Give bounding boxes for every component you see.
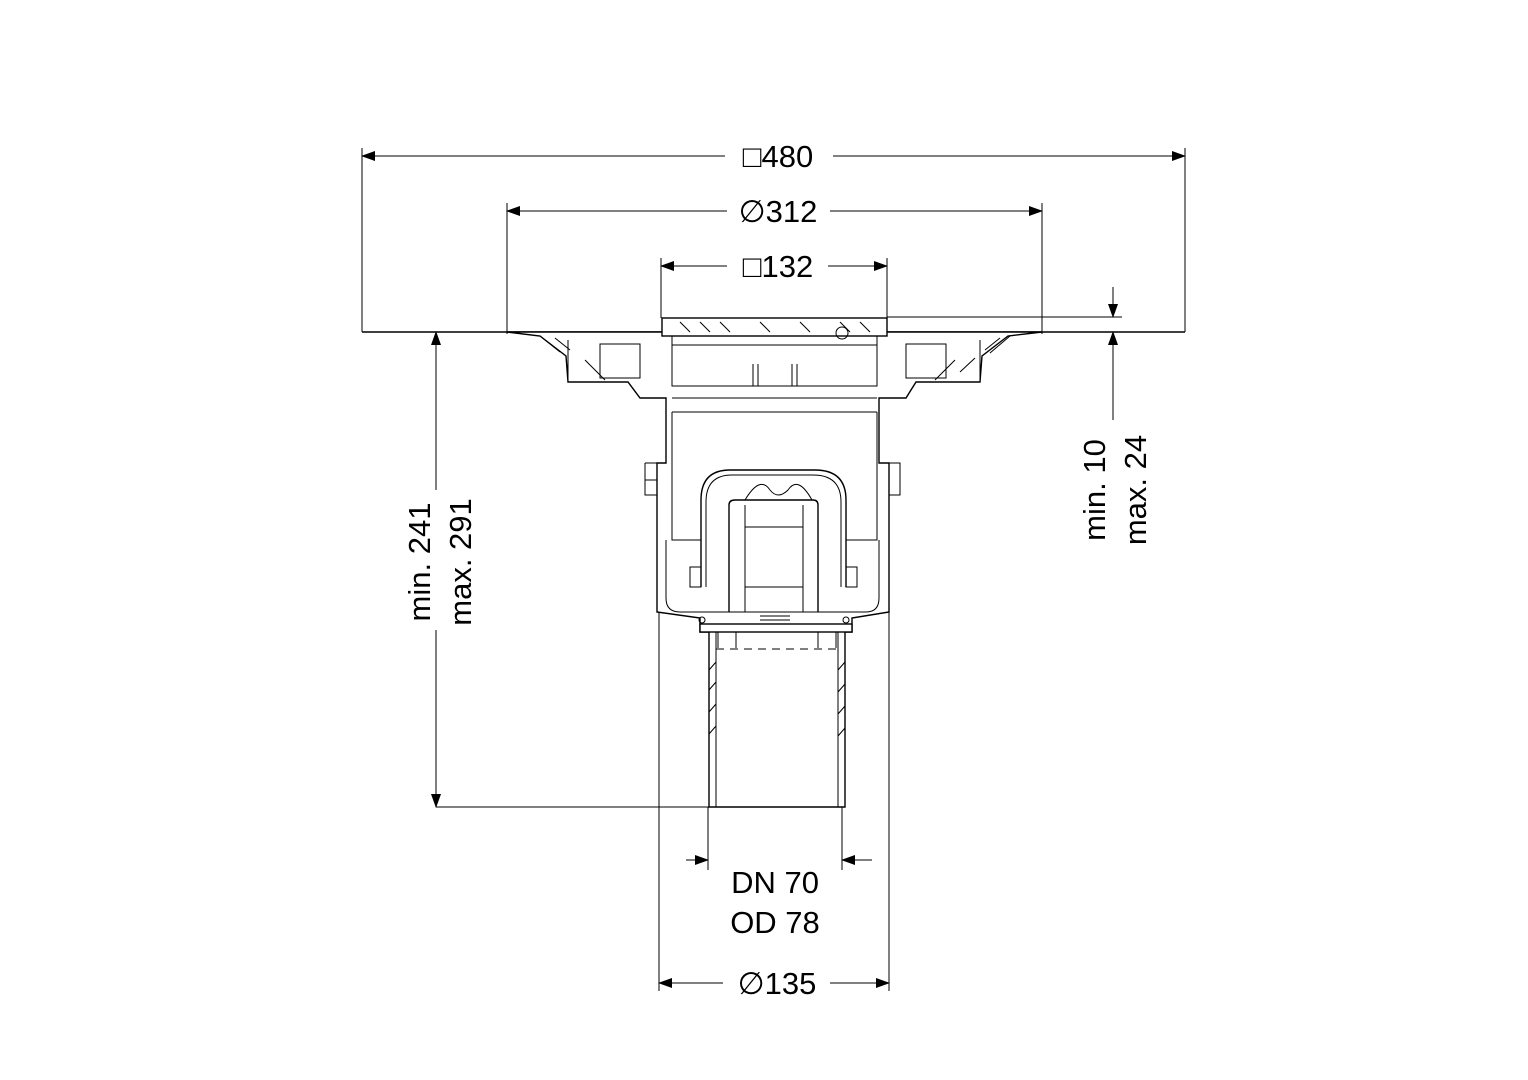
dimension-312-label: ∅312	[739, 194, 818, 229]
grate-adjust-min-label: min. 10	[1077, 439, 1112, 541]
drain-body	[506, 317, 1043, 870]
height-max-label: max. 291	[443, 498, 478, 626]
dimension-132-label: □132	[743, 249, 813, 284]
outlet-od-label: OD 78	[730, 905, 820, 940]
dimension-132: □132	[660, 249, 888, 318]
dimension-height: min. 241 max. 291	[400, 331, 710, 808]
dimension-135: ∅135	[658, 612, 890, 1001]
dimension-480-label: □480	[743, 139, 813, 174]
dimension-grate-adjust: min. 10 max. 24	[1077, 287, 1153, 545]
height-min-label: min. 241	[402, 503, 437, 622]
dimension-312: ∅312	[506, 194, 1043, 334]
dimension-480: □480	[361, 139, 1186, 332]
dimension-dn70: DN 70 OD 78	[686, 855, 872, 940]
dimension-135-label: ∅135	[738, 966, 817, 1001]
outlet-dn-label: DN 70	[731, 865, 819, 900]
grate-adjust-max-label: max. 24	[1118, 435, 1153, 545]
